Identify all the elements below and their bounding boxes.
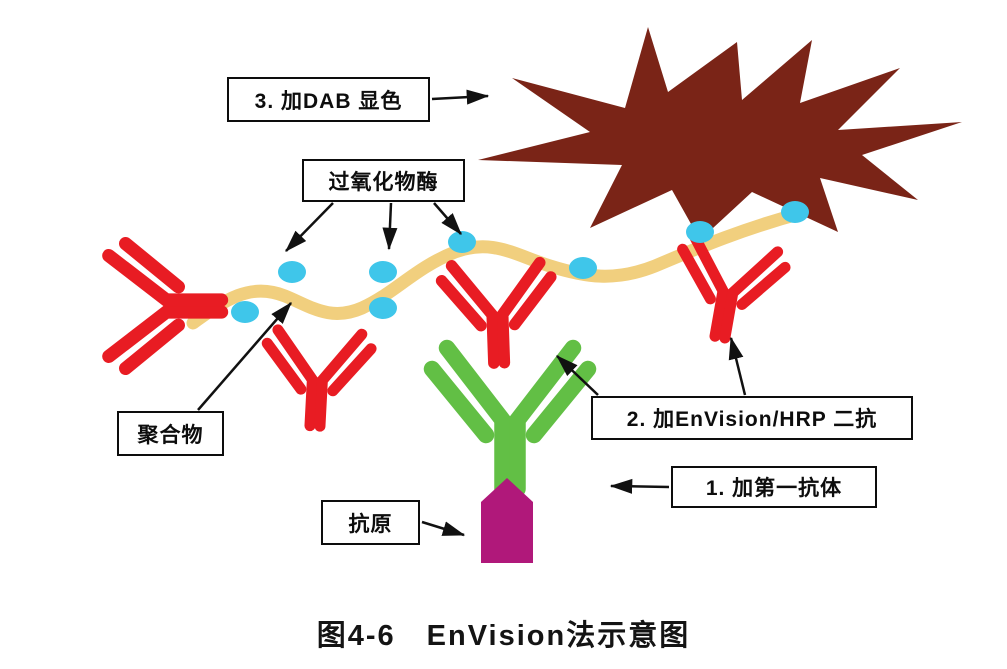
arrow-step2-left xyxy=(556,355,599,396)
peroxidase-dots xyxy=(231,201,809,323)
annotation-arrows xyxy=(197,89,747,537)
arrow-step1 xyxy=(609,478,670,494)
arrow-step2-right xyxy=(728,336,747,396)
label-antigen: 抗原 xyxy=(321,500,420,545)
peroxidase-dot-icon xyxy=(231,301,259,323)
peroxidase-dot-icon xyxy=(278,261,306,283)
peroxidase-dot-icon xyxy=(448,231,476,253)
primary-antibody-icon xyxy=(432,348,588,489)
label-peroxidase: 过氧化物酶 xyxy=(302,159,465,202)
label-step3-dab: 3. 加DAB 显色 xyxy=(227,77,430,122)
label-step1-primary: 1. 加第一抗体 xyxy=(671,466,877,508)
secondary-antibody-icon xyxy=(109,244,222,369)
arrow-step3-to-burst xyxy=(431,89,490,105)
peroxidase-dot-icon xyxy=(781,201,809,223)
arrow-peroxidase-left xyxy=(285,202,334,252)
arrow-peroxidase-right xyxy=(433,202,462,235)
arrow-polymer xyxy=(197,302,292,411)
arrow-peroxidase-mid xyxy=(382,202,398,251)
secondary-antibody-icon xyxy=(669,236,788,347)
peroxidase-dot-icon xyxy=(686,221,714,243)
arrow-antigen xyxy=(421,520,466,537)
peroxidase-dot-icon xyxy=(369,261,397,283)
peroxidase-dot-icon xyxy=(569,257,597,279)
figure-caption: 图4-6 EnVision法示意图 xyxy=(316,620,691,652)
dab-burst-icon xyxy=(478,27,962,240)
secondary-antibody-icon xyxy=(263,329,372,428)
peroxidase-dot-icon xyxy=(369,297,397,319)
label-polymer: 聚合物 xyxy=(117,411,224,456)
label-step2-secondary: 2. 加EnVision/HRP 二抗 xyxy=(591,396,913,440)
antigen-icon xyxy=(481,478,533,563)
